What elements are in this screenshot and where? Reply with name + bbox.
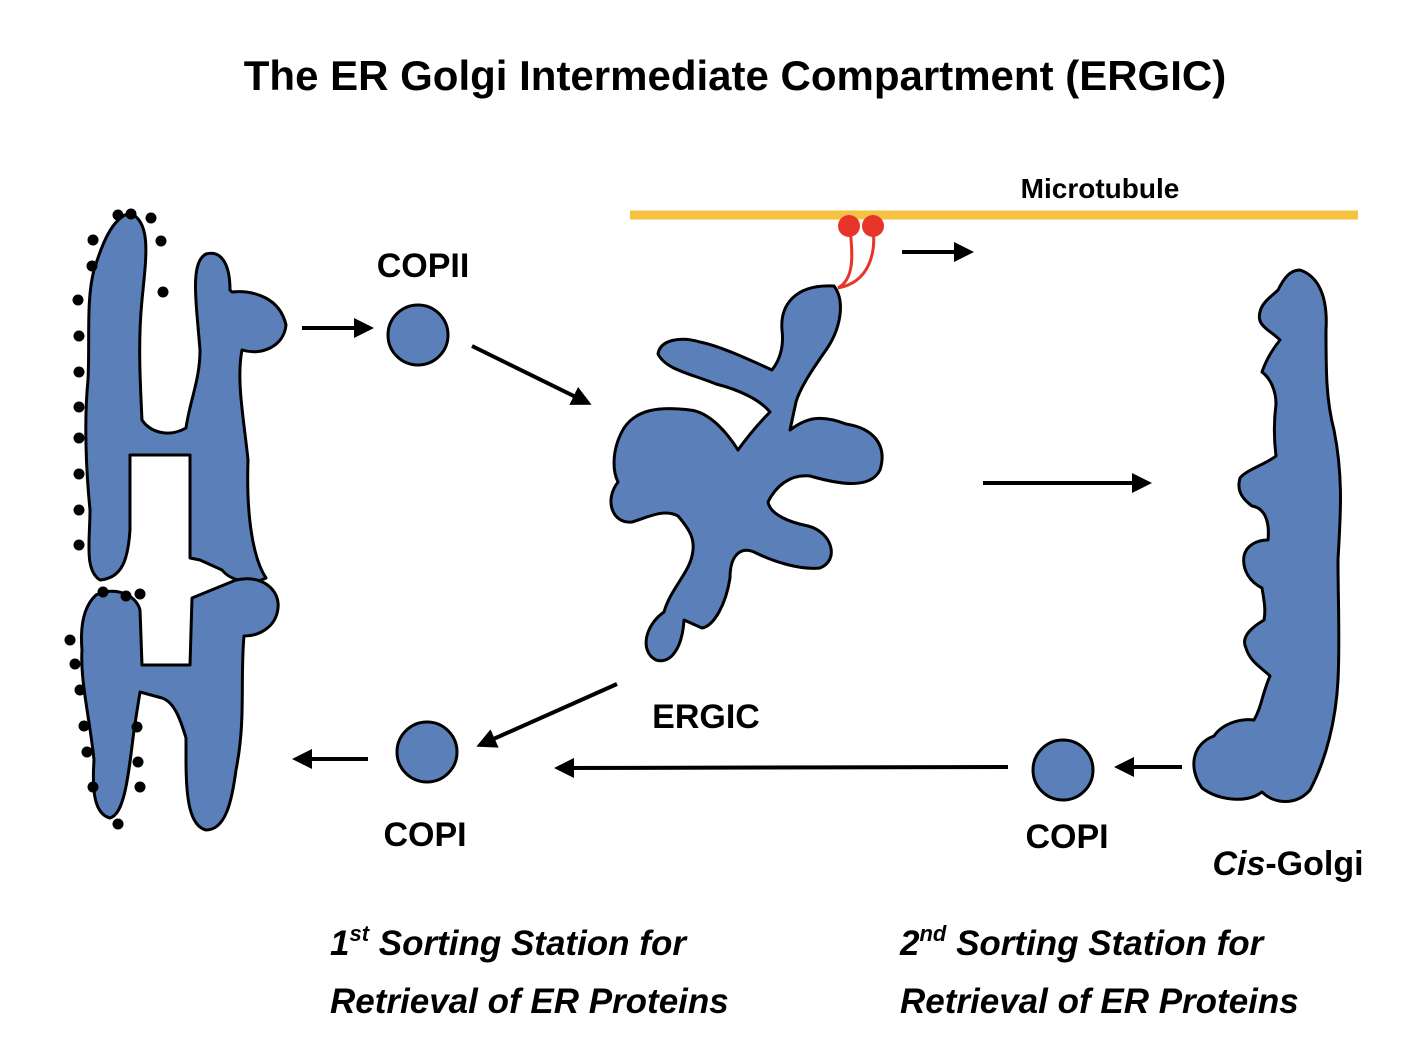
er-lower-segment xyxy=(80,577,280,832)
svg-text:1st Sorting Station for: 1st Sorting Station for xyxy=(330,921,688,963)
caption-first-sorting-station: 1st Sorting Station for Retrieval of ER … xyxy=(330,921,729,1021)
svg-text:Retrieval of ER Proteins: Retrieval of ER Proteins xyxy=(330,982,729,1021)
svg-text:Retrieval of ER Proteins: Retrieval of ER Proteins xyxy=(900,982,1299,1021)
copi-label-left: COPI xyxy=(383,816,466,854)
diagram-title: The ER Golgi Intermediate Compartment (E… xyxy=(244,52,1226,99)
copii-label: COPII xyxy=(377,247,470,285)
copi-vesicle-left xyxy=(395,720,459,784)
arrow-copii-to-ergic xyxy=(471,344,592,405)
microtubule-label: Microtubule xyxy=(1021,173,1180,204)
cis-golgi xyxy=(1192,268,1342,803)
er-upper-segment xyxy=(84,211,288,584)
arrow-ergic-to-copi xyxy=(476,682,618,748)
er-ribosomes xyxy=(64,208,169,830)
ergic-compartment xyxy=(609,284,884,663)
copii-vesicle xyxy=(386,303,450,367)
motor-protein xyxy=(837,215,884,290)
svg-text:2nd Sorting Station for: 2nd Sorting Station for xyxy=(899,921,1266,963)
caption-second-sorting-station: 2nd Sorting Station for Retrieval of ER … xyxy=(899,921,1299,1021)
arrow-golgi-retrieval-long xyxy=(554,757,1009,778)
cis-golgi-label: Cis-Golgi xyxy=(1212,845,1363,883)
er-network xyxy=(80,211,288,832)
copi-label-right: COPI xyxy=(1025,818,1108,856)
copi-vesicle-right xyxy=(1031,738,1095,802)
ergic-label: ERGIC xyxy=(652,698,760,736)
